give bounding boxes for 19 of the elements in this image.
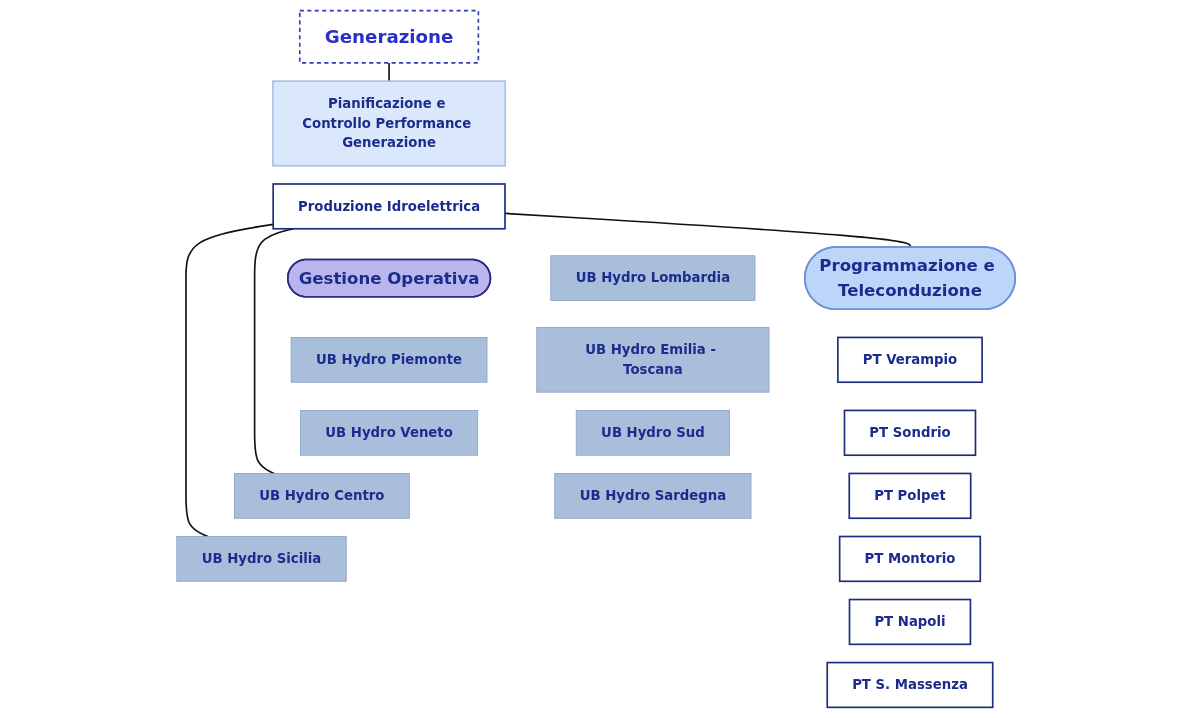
node-box: UB Hydro Emilia - Toscana — [535, 327, 769, 393]
node-box: PT Sondrio — [843, 409, 976, 457]
node-box: PT Polpet — [847, 472, 971, 520]
connector — [184, 223, 274, 538]
node-box: Generazione — [298, 9, 479, 64]
node-box: UB Hydro Sicilia — [175, 536, 347, 582]
connector — [387, 62, 390, 82]
node-box: Pianificazione e Controllo Performance Generazione — [271, 80, 506, 167]
node-box: UB Hydro Veneto — [299, 410, 478, 456]
node-box: UB Hydro Lombardia — [549, 255, 755, 301]
node-box: PT Montorio — [838, 535, 981, 583]
node-box: UB Hydro Centro — [233, 473, 410, 519]
node-box: PT Napoli — [848, 598, 971, 646]
node-box: Produzione Idroelettrica — [271, 183, 506, 230]
node-box: UB Hydro Sardegna — [553, 473, 751, 519]
node-box: UB Hydro Sud — [575, 410, 730, 456]
node-box: UB Hydro Piemonte — [290, 337, 487, 383]
node-box: PT S. Massenza — [825, 661, 994, 709]
node-box: PT Verampio — [836, 336, 983, 384]
